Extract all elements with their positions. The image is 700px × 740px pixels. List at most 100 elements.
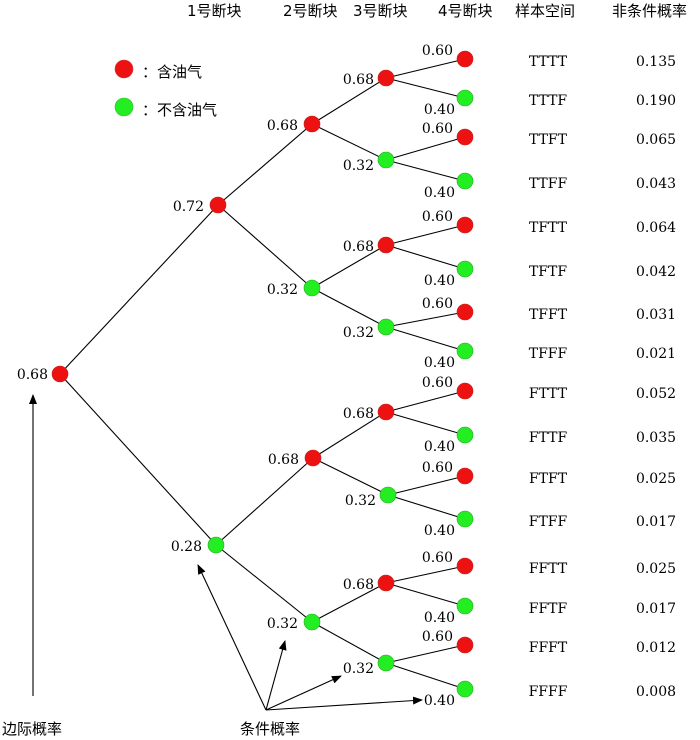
conditional-arrow [265,640,287,711]
level3-prob-label: 0.68 [343,72,374,88]
sample-space-cell: TTTF [528,93,568,109]
tree-edge [217,123,313,206]
tree-edge [312,411,387,459]
level4-prob-label: 0.60 [422,460,453,476]
level2-node [303,279,321,297]
level1-prob-label: 0.72 [173,199,204,215]
level1-node [209,196,227,214]
level4-prob-label: 0.40 [424,610,455,626]
tree-edge [385,662,466,690]
level4-node [456,216,474,234]
sample-space-cell: TTFF [528,176,568,192]
unconditional-prob-cell: 0.190 [635,93,677,109]
level3-node [377,318,395,336]
tree-edge [385,565,466,584]
conditional-probability-label: 条件概率 [240,720,301,738]
tree-edge [385,326,466,352]
sample-space-cell: FTTT [528,386,568,402]
level2-prob-label: 0.68 [267,118,298,134]
level4-node [456,557,474,575]
legend-no-oil-dot [114,97,134,117]
marginal-probability-label: 边际概率 [2,720,63,738]
level4-node [456,680,474,698]
sample-space-cell: FTFF [528,514,568,530]
level4-node [456,597,474,615]
sample-space-cell: FTTF [528,430,568,446]
level3-node [377,574,395,592]
level3-prob-label: 0.32 [343,325,374,341]
level4-prob-label: 0.60 [422,209,453,225]
sample-space-cell: TTTT [528,54,568,70]
tree-edge [311,621,387,664]
tree-edge [385,411,466,436]
tree-edge [311,244,387,289]
tree-edge [385,136,466,161]
level2-prob-label: 0.32 [267,616,298,632]
level1-node [207,536,225,554]
tree-edge [385,224,466,246]
level4-prob-label: 0.40 [424,185,455,201]
legend-oil-label: ：含油气 [142,63,203,81]
tree-edge [59,204,219,375]
tree-edge [385,244,466,270]
level4-node [456,342,474,360]
sample-space-cell: TFTF [528,264,568,280]
unconditional-prob-cell: 0.031 [635,307,677,323]
level3-node [377,403,395,421]
header-sample-space: 样本空间 [515,2,576,20]
sample-space-cell: TFTT [529,220,567,236]
level4-node [456,303,474,321]
tree-edge [59,373,217,546]
unconditional-prob-cell: 0.065 [635,132,677,148]
sample-space-cell: FFFF [528,684,568,700]
header-block1: 1号断块 [187,2,242,20]
level3-prob-label: 0.32 [343,158,374,174]
level4-prob-label: 0.60 [422,375,453,391]
level3-node [377,654,395,672]
level4-prob-label: 0.40 [424,273,455,289]
unconditional-prob-cell: 0.012 [635,640,677,656]
header-unconditional-prob: 非条件概率 [612,2,688,20]
level3-prob-label: 0.68 [343,239,374,255]
level3-node [377,236,395,254]
level4-prob-label: 0.60 [422,550,453,566]
tree-edge [385,311,466,328]
tree-edge [311,77,387,125]
level2-node [303,115,321,133]
level3-prob-label: 0.32 [345,493,376,509]
level3-prob-label: 0.32 [343,661,374,677]
legend-oil-dot [114,59,134,79]
level4-prob-label: 0.60 [422,121,453,137]
conditional-arrow [265,675,342,711]
level4-prob-label: 0.40 [424,693,455,709]
tree-edge [311,123,387,161]
sample-space-cell: FFFT [528,640,568,656]
level4-node [456,426,474,444]
unconditional-prob-cell: 0.043 [635,176,677,192]
root-prob-label: 0.68 [17,367,48,383]
level2-prob-label: 0.32 [267,282,298,298]
tree-edge [217,204,313,289]
unconditional-prob-cell: 0.064 [635,220,677,236]
level3-node [377,69,395,87]
unconditional-prob-cell: 0.025 [635,471,677,487]
header-block4: 4号断块 [438,2,493,20]
sample-space-cell: FFTF [528,601,568,617]
tree-edge [385,582,466,607]
tree-edge [385,58,466,79]
level4-prob-label: 0.60 [422,629,453,645]
level3-node [379,486,397,504]
tree-edge [311,287,387,328]
level4-prob-label: 0.40 [424,355,455,371]
tree-edge [387,475,466,496]
unconditional-prob-cell: 0.008 [635,684,677,700]
level4-node [456,172,474,190]
conditional-arrow [265,696,423,711]
level4-prob-label: 0.40 [424,523,455,539]
root-node [51,365,69,383]
level4-node [456,510,474,528]
tree-edge [215,457,314,546]
level4-prob-label: 0.60 [422,43,453,59]
legend-no-oil-label: ：不含油气 [142,101,218,119]
